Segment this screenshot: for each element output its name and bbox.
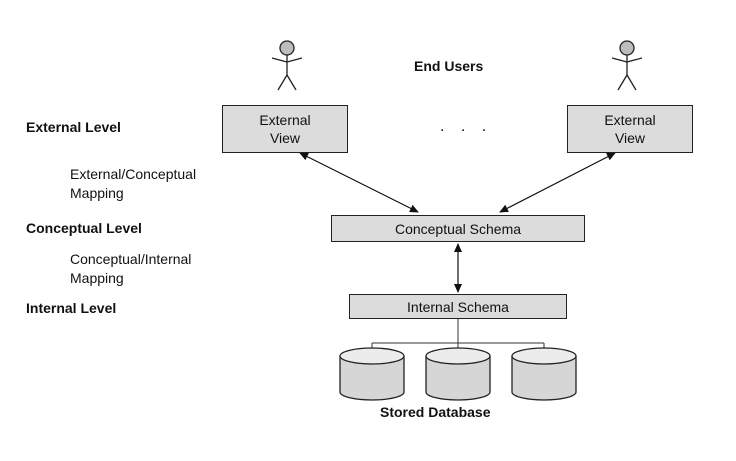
external-view-left-label: External View bbox=[259, 112, 311, 146]
external-conceptual-mapping-label: External/Conceptual Mapping bbox=[70, 166, 197, 201]
external-view-right-label: External View bbox=[604, 112, 656, 146]
external-left-mapping-arrow bbox=[299, 152, 419, 213]
external-view-left-box: External View bbox=[222, 105, 348, 153]
database-cylinder-1-icon bbox=[339, 347, 405, 401]
database-connectors bbox=[371, 319, 545, 352]
end-user-left-icon bbox=[271, 40, 303, 91]
external-level-label: External Level bbox=[26, 119, 121, 135]
database-cylinder-3-icon bbox=[511, 347, 577, 401]
conceptual-schema-label: Conceptual Schema bbox=[394, 220, 522, 237]
ellipsis: . . . bbox=[440, 118, 493, 135]
conceptual-level-label: Conceptual Level bbox=[26, 220, 142, 236]
external-view-right-box: External View bbox=[567, 105, 693, 153]
internal-level-label: Internal Level bbox=[26, 300, 117, 316]
conceptual-internal-mapping-label: Conceptual/Internal Mapping bbox=[70, 251, 192, 286]
stored-database-label: Stored Database bbox=[380, 404, 491, 420]
internal-schema-label: Internal Schema bbox=[407, 298, 509, 315]
end-user-right-icon bbox=[611, 40, 643, 91]
internal-schema-box: Internal Schema bbox=[349, 294, 567, 319]
external-right-mapping-arrow bbox=[499, 152, 616, 213]
database-cylinder-2-icon bbox=[425, 347, 491, 401]
conceptual-schema-box: Conceptual Schema bbox=[331, 215, 585, 242]
end-users-label: End Users bbox=[414, 58, 484, 74]
